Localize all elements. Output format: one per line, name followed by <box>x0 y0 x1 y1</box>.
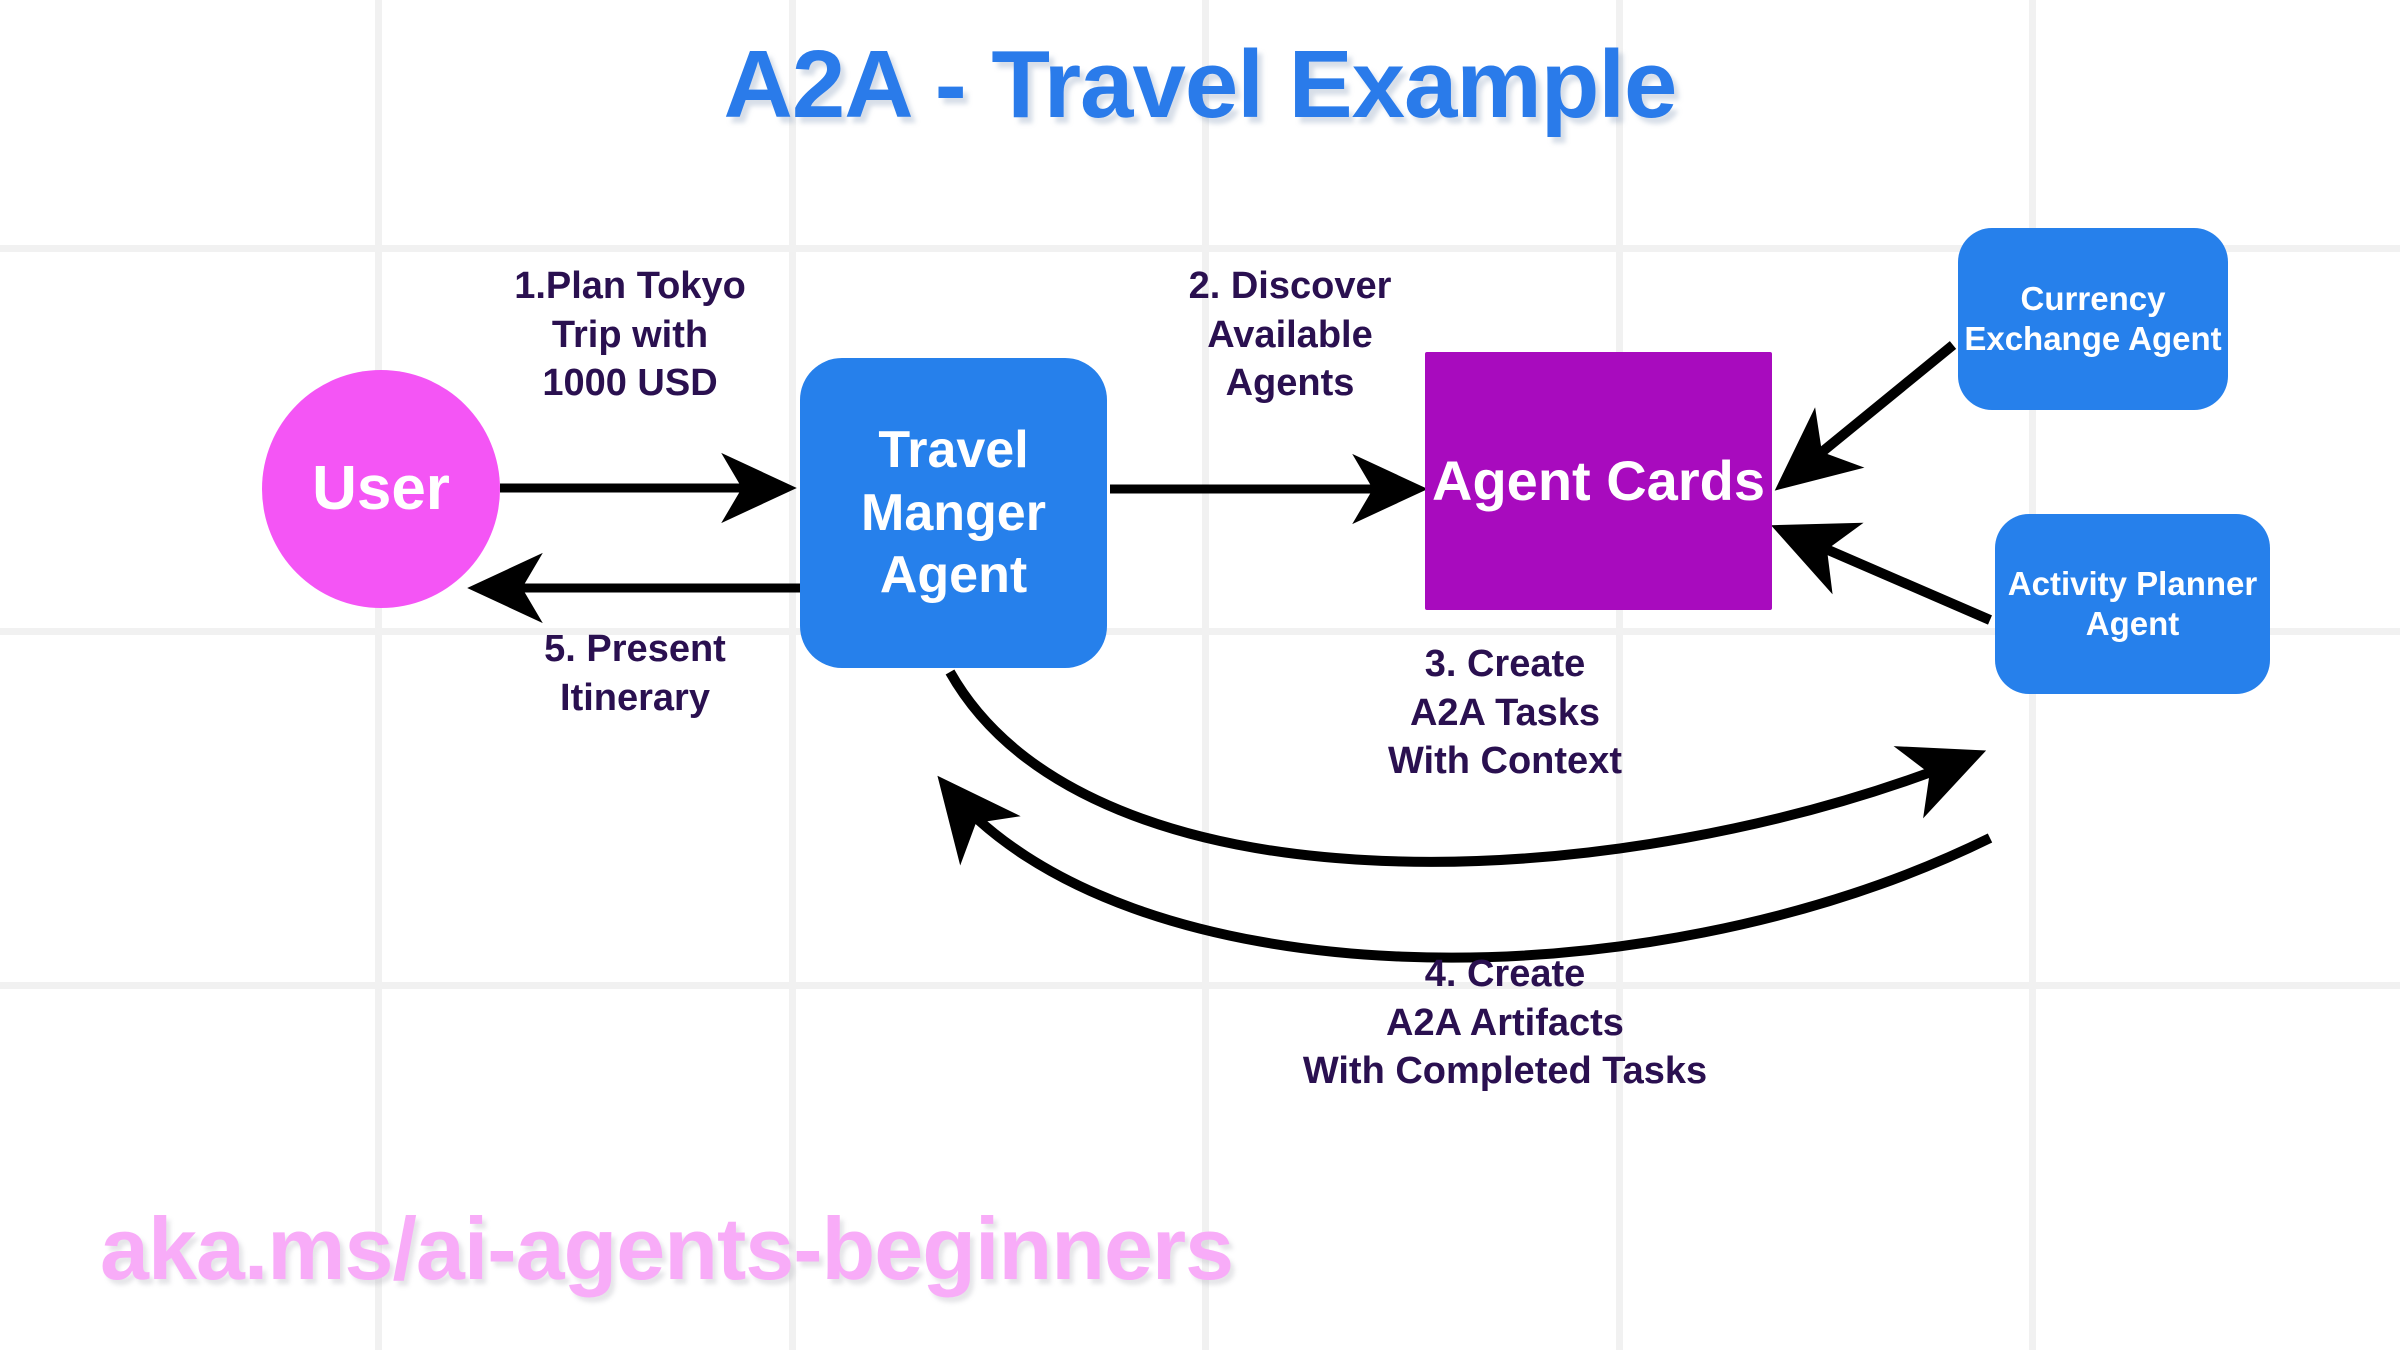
gridline-vertical <box>1202 0 1209 1350</box>
node-activity-planner-agent[interactable]: Activity Planner Agent <box>1995 514 2270 694</box>
node-agent-cards[interactable]: Agent Cards <box>1425 352 1772 610</box>
node-travel-manager-agent[interactable]: Travel Manger Agent <box>800 358 1107 668</box>
edge-label-step-3: 3. Create A2A Tasks With Context <box>1388 643 1622 783</box>
arrow-activity-agent-to-agent-cards <box>1770 522 1992 625</box>
gridline-vertical <box>375 0 382 1350</box>
edge-label-step-4: 4. Create A2A Artifacts With Completed T… <box>1302 953 1708 1093</box>
node-activity-planner-agent-label: Activity Planner Agent <box>2007 565 2258 642</box>
edge-label-step-2: 2. Discover Available Agents <box>1188 265 1392 405</box>
node-currency-exchange-agent[interactable]: Currency Exchange Agent <box>1958 228 2228 410</box>
arrow-currency-agent-to-agent-cards <box>1774 341 1957 491</box>
edge-label-step-1: 1.Plan Tokyo Trip with 1000 USD <box>514 265 746 405</box>
node-user[interactable]: User <box>262 370 500 608</box>
node-agent-cards-label: Agent Cards <box>1432 449 1765 513</box>
node-currency-exchange-agent-label: Currency Exchange Agent <box>1964 280 2222 357</box>
edge-label-step-5: 5. Present Itinerary <box>544 628 726 719</box>
node-travel-manager-agent-label: Travel Manger Agent <box>861 421 1046 605</box>
footer-link[interactable]: aka.ms/ai-agents-beginners <box>100 1199 1234 1298</box>
page-title: A2A - Travel Example <box>723 31 1678 138</box>
arrow-create-a2a-artifacts <box>937 775 1993 963</box>
node-user-label: User <box>312 453 450 523</box>
